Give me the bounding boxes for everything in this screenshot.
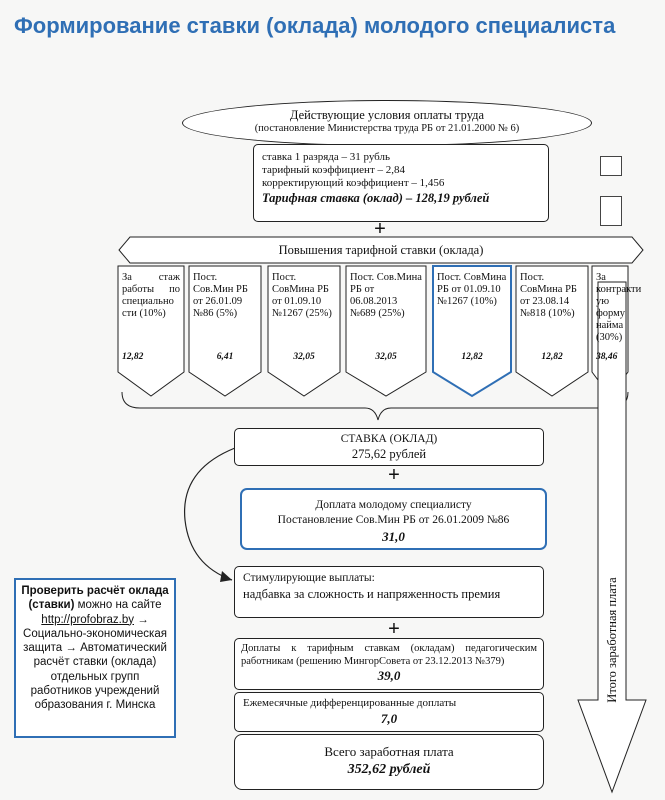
- increase-text-3: Пост. СовМина РБ от 01.09.10 №1267 (25%): [272, 272, 332, 319]
- increase-shape-5: [432, 265, 512, 398]
- increase-text-6: Пост. СовМина РБ от 23.08.14 №818 (10%): [520, 272, 577, 319]
- monthly-value: 7,0: [380, 711, 398, 726]
- tariff-result: Тарифная ставка (оклад) – 128,19 рублей: [262, 191, 490, 205]
- young-specialist-line-2: Постановление Сов.Мин РБ от 26.01.2009 №…: [277, 514, 510, 526]
- pedagogical-value: 39,0: [377, 668, 401, 683]
- total-arrow-label: Итого заработная плата: [605, 577, 619, 703]
- total-arrow: [577, 281, 647, 794]
- conditions-subheading: (постановление Министерства труда РБ от …: [254, 123, 520, 134]
- increase-value-4: 32,05: [375, 352, 397, 362]
- increase-shape-1: [117, 265, 185, 397]
- increase-value-7: 38,46: [596, 352, 618, 362]
- increase-text-7: За контракти ую форму найма (30%): [596, 272, 642, 343]
- increase-banner: [118, 236, 644, 264]
- increase-value-5: 12,82: [461, 352, 483, 362]
- pedagogical-box: Доплаты к тарифным ставкам (окладам) пед…: [234, 638, 544, 690]
- stavka-label: СТАВКА (ОКЛАД): [340, 433, 438, 445]
- curved-arrow: [183, 447, 236, 581]
- side-square: [600, 156, 622, 176]
- stavka-value: 275,62 рублей: [351, 447, 427, 461]
- monthly-label: Ежемесячные дифференцированные доплаты: [243, 697, 457, 709]
- plus-sign: +: [388, 618, 400, 640]
- plus-sign: +: [374, 218, 386, 240]
- young-specialist-value: 31,0: [382, 529, 405, 544]
- increase-shape-3: [267, 265, 341, 397]
- tariff-line-2: тарифный коэффициент – 2,84: [262, 164, 406, 176]
- increase-shape-4: [345, 265, 427, 397]
- conditions-ellipse: Действующие условия оплаты труда (постан…: [182, 100, 592, 146]
- increase-text-4: Пост. Сов.Мина РБ от 06.08.2013 №689 (25…: [350, 272, 422, 319]
- young-specialist-box: Доплата молодому специалисту Постановлен…: [240, 488, 547, 550]
- pedagogical-text: Доплаты к тарифным ставкам (окладам) пед…: [241, 643, 537, 667]
- side-square: [600, 196, 622, 226]
- increase-text-5: Пост. СовМина РБ от 01.09.10 №1267 (10%): [437, 272, 507, 307]
- increase-value-2: 6,41: [216, 352, 234, 362]
- info-box: Проверить расчёт оклада (ставки) можно н…: [14, 578, 176, 738]
- increase-text-2: Пост. Сов.Мин РБ от 26.01.09 №86 (5%): [193, 272, 248, 319]
- tariff-line-3: корректирующий коэффициент – 1,456: [262, 177, 445, 189]
- page-title: Формирование ставки (оклада) молодого сп…: [14, 13, 616, 38]
- info-link[interactable]: http://profobraz.by: [41, 613, 134, 626]
- increase-header: Повышения тарифной ставки (оклада): [278, 243, 484, 257]
- young-specialist-line-1: Доплата молодому специалисту: [315, 499, 472, 511]
- increase-shape-6: [515, 265, 589, 397]
- increase-value-1: 12,82: [122, 352, 144, 362]
- stavka-box: СТАВКА (ОКЛАД) 275,62 рублей: [234, 428, 544, 466]
- conditions-heading: Действующие условия оплаты труда: [289, 108, 485, 122]
- stimulus-box: Стимулирующие выплаты: надбавка за сложн…: [234, 566, 544, 618]
- total-box: Всего заработная плата 352,62 рублей: [234, 734, 544, 790]
- increase-text-1: За стаж работы по специально сти (10%): [122, 272, 180, 319]
- curved-arrow-head: [220, 571, 232, 582]
- info-text-1: можно на сайте: [74, 599, 162, 612]
- stimulus-line-2: надбавка за сложность и напряженность пр…: [243, 587, 501, 601]
- increase-value-6: 12,82: [541, 352, 563, 362]
- tariff-box: ставка 1 разряда – 31 рубль тарифный коэ…: [253, 144, 549, 222]
- increase-value-3: 32,05: [293, 352, 315, 362]
- stimulus-line-1: Стимулирующие выплаты:: [243, 572, 375, 584]
- tariff-line-1: ставка 1 разряда – 31 рубль: [262, 151, 391, 163]
- info-bold: Проверить расчёт оклада (ставки): [21, 585, 169, 612]
- total-label: Всего заработная плата: [324, 744, 454, 759]
- info-text-2: → Социально-экономическая защита → Автом…: [23, 613, 167, 712]
- monthly-box: Ежемесячные дифференцированные доплаты 7…: [234, 692, 544, 732]
- plus-sign: +: [388, 464, 400, 486]
- total-value: 352,62 рублей: [347, 762, 431, 777]
- increase-shape-2: [188, 265, 262, 397]
